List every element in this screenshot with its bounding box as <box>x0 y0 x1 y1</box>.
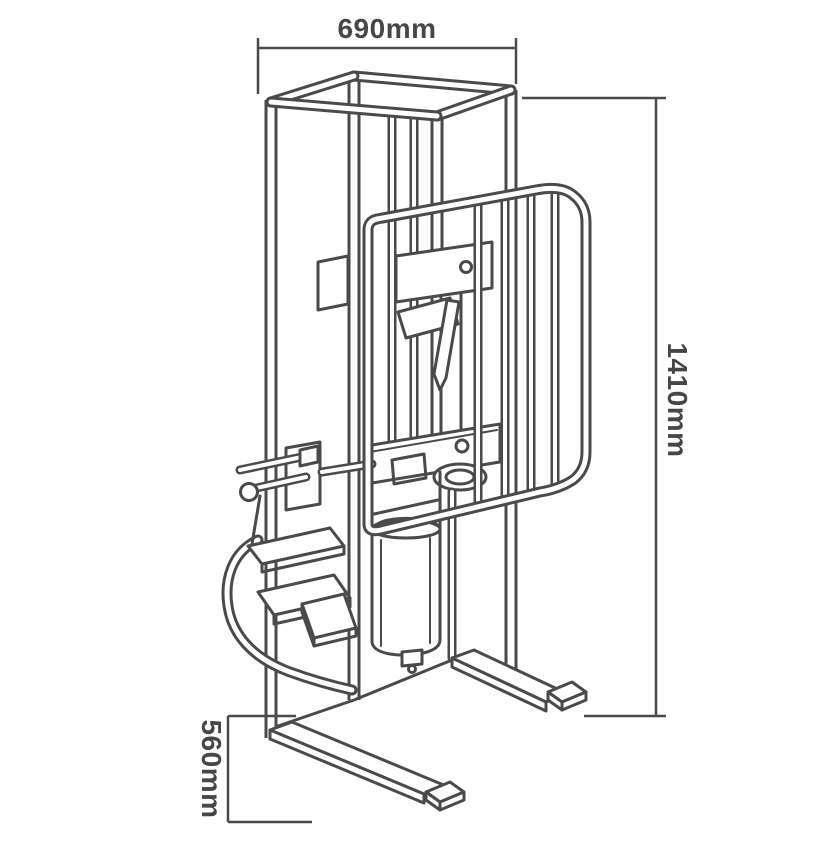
dimension-width-lines <box>256 38 518 94</box>
dimension-width-label: 690mm <box>337 13 436 44</box>
dimension-height-label: 1410mm <box>662 342 693 457</box>
fork-right-cap-side <box>560 690 588 712</box>
fork-front-side <box>268 728 426 805</box>
lever-pivot-block <box>298 444 320 468</box>
lower-frame-diagonal <box>372 498 440 516</box>
clamp-ring-inner <box>444 468 476 486</box>
dimension-height: 1410mm <box>522 96 693 718</box>
pendulum-arm <box>432 298 461 392</box>
top-rail-right <box>437 90 511 116</box>
top-rail-front <box>271 102 437 116</box>
top-frame <box>271 76 511 116</box>
carriage-hole <box>390 452 428 486</box>
lever-assembly <box>227 440 372 690</box>
floor-lines <box>276 658 454 728</box>
cylinder-valve-tip <box>407 664 417 674</box>
hoist-mechanism <box>316 240 494 438</box>
pedal-box-edges <box>300 602 358 648</box>
dimension-base: 560mm <box>196 714 312 824</box>
carriage-pin <box>454 438 470 454</box>
fork-front-top <box>268 720 448 796</box>
fork-right-side <box>450 656 548 713</box>
cylinder-valve <box>400 648 424 668</box>
carriage <box>364 422 502 534</box>
floor-line <box>276 658 454 728</box>
chute-plate-upper-edge <box>260 544 346 574</box>
drive-box-pin <box>459 260 473 274</box>
dimension-width: 690mm <box>256 13 518 94</box>
side-bracket <box>316 254 350 312</box>
drive-box <box>394 240 494 304</box>
dimension-base-lines <box>226 714 312 824</box>
fork-front-cap-side <box>438 790 466 812</box>
top-rail-back <box>354 76 511 90</box>
base-forks <box>268 648 588 812</box>
dimension-base-label: 560mm <box>196 719 227 818</box>
handle-knob <box>239 482 259 502</box>
dimension-height-lines <box>522 96 666 718</box>
link-rod <box>250 494 262 546</box>
